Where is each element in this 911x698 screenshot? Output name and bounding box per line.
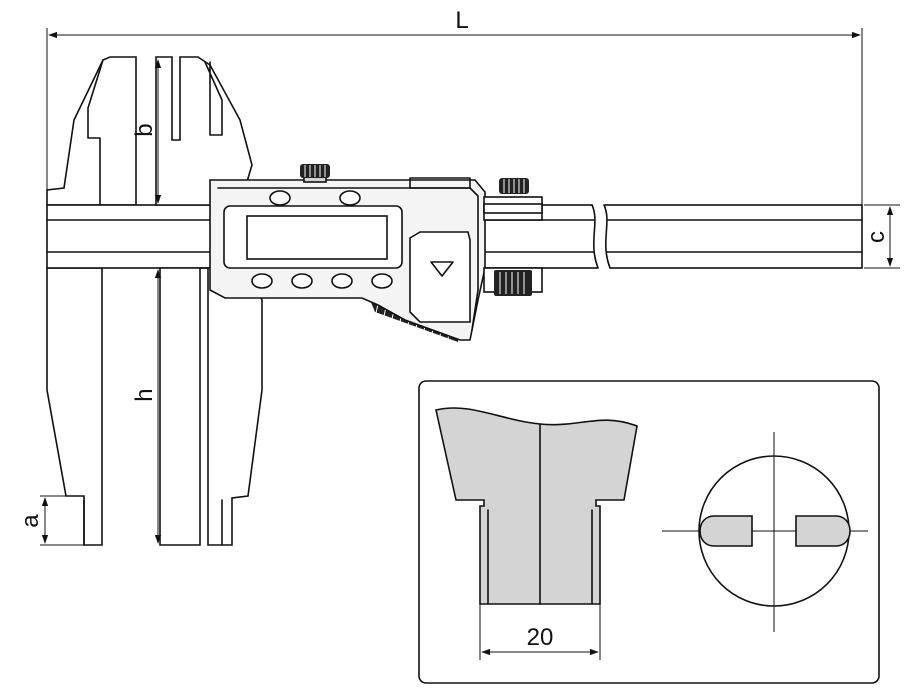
fine-adjust-clamp bbox=[483, 178, 543, 296]
dimension-c: c bbox=[863, 204, 900, 269]
triangle-down-icon bbox=[430, 261, 454, 277]
detail-inset: 20 bbox=[418, 380, 880, 684]
dimension-h: h bbox=[131, 269, 162, 544]
dimension-b: b bbox=[131, 59, 162, 204]
main-beam bbox=[46, 203, 863, 270]
dimension-a-label: a bbox=[17, 514, 44, 528]
dimension-c-label: c bbox=[863, 231, 890, 243]
dimension-l-label: L bbox=[455, 7, 468, 34]
dimension-a: a bbox=[17, 495, 84, 546]
fixed-jaw bbox=[46, 56, 137, 546]
dimension-b-label: b bbox=[131, 123, 158, 136]
dimension-20-label: 20 bbox=[527, 624, 554, 651]
dimension-h-label: h bbox=[131, 388, 158, 401]
digital-head bbox=[209, 164, 486, 342]
dimension-l: L bbox=[46, 7, 863, 205]
sliding-jaw bbox=[155, 56, 263, 546]
